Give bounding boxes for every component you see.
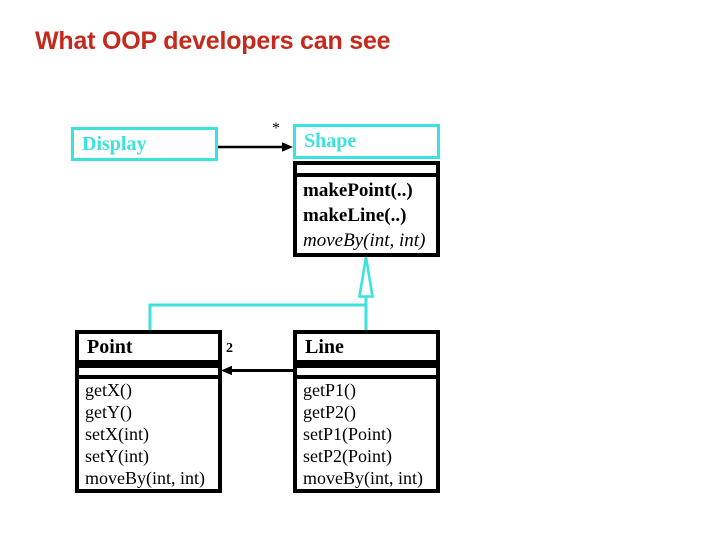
line-members-box: getP1() getP2() setP1(Point) setP2(Point… (293, 364, 440, 493)
point-class-name: Point (87, 335, 133, 358)
method-item: getX() (85, 380, 132, 400)
shape-methods-list: makePoint(..) makeLine(..) moveBy(int, i… (297, 177, 436, 253)
line-point-arrowhead-icon (221, 365, 232, 376)
point-members-box: getX() getY() setX(int) setY(int) moveBy… (75, 364, 222, 493)
point-methods-list: getX() getY() setX(int) setY(int) moveBy… (79, 379, 218, 489)
display-class-name: Display (82, 132, 147, 155)
point-attributes-compartment (79, 368, 218, 379)
method-item: setP2(Point) (303, 446, 393, 466)
method-item: moveBy(int, int) (85, 468, 205, 488)
multiplicity-star-label: * (272, 120, 280, 137)
line-class-title-box: Line (293, 330, 440, 364)
method-item: setP1(Point) (303, 424, 393, 444)
display-class-box: Display (71, 127, 218, 161)
shape-class-name: Shape (304, 130, 357, 152)
method-item: getP2() (303, 402, 356, 422)
method-item: moveBy(int, int) (303, 468, 423, 488)
method-item: getY() (85, 402, 132, 422)
line-attributes-compartment (297, 368, 436, 379)
point-class-title-box: Point (75, 330, 222, 364)
shape-attributes-compartment (297, 165, 436, 177)
shape-members-box: makePoint(..) makeLine(..) moveBy(int, i… (293, 161, 440, 257)
method-item: setX(int) (85, 424, 149, 444)
method-item: makePoint(..) (303, 180, 413, 201)
inheritance-triangle-icon (357, 256, 375, 298)
method-item: moveBy(int, int) (303, 230, 426, 251)
slide-title: What OOP developers can see (35, 27, 391, 55)
method-item: setY(int) (85, 446, 149, 466)
display-shape-arrowhead-icon (282, 142, 293, 152)
multiplicity-2-label: 2 (226, 341, 233, 356)
method-item: getP1() (303, 380, 356, 400)
line-class-name: Line (305, 335, 344, 358)
shape-class-title-box: Shape (293, 124, 440, 159)
method-item: makeLine(..) (303, 205, 407, 226)
line-methods-list: getP1() getP2() setP1(Point) setP2(Point… (297, 379, 436, 489)
